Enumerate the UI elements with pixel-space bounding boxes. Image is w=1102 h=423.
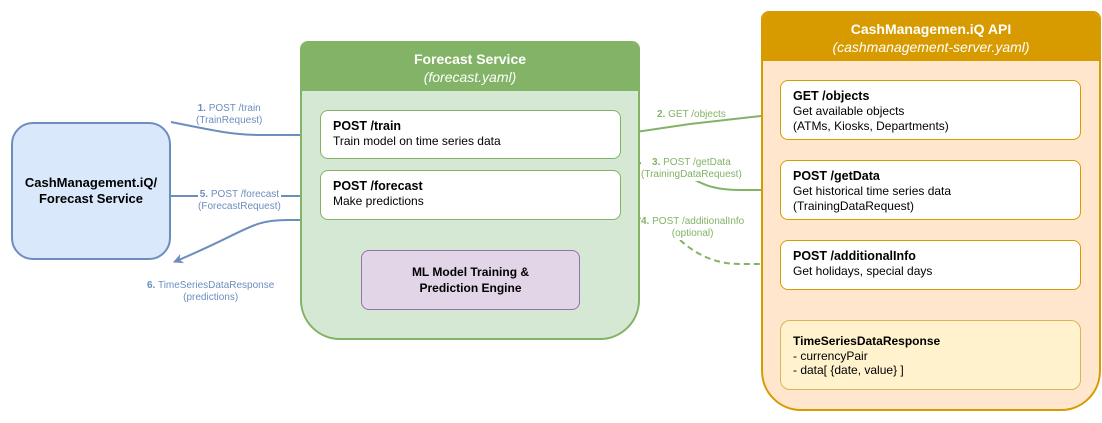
edge-step: 3. — [652, 157, 661, 168]
endpoint-description: Get holidays, special days — [793, 264, 933, 278]
api-service-title: CashManagemen.iQ API — [850, 21, 1012, 37]
response-model-box[interactable]: TimeSeriesDataResponse - currencyPair - … — [780, 320, 1081, 390]
endpoint-description: Train model on time series data — [333, 134, 501, 148]
endpoint-get-objects[interactable]: GET /objects Get available objects (ATMs… — [780, 80, 1081, 140]
endpoint-method-path: POST /train — [333, 119, 402, 133]
edge-label-text: POST /forecast — [210, 189, 280, 200]
edge-step: 2. — [657, 109, 666, 120]
endpoint-post-additionalinfo[interactable]: POST /additionalInfo Get holidays, speci… — [780, 240, 1081, 290]
edge-label-text: POST /getData — [663, 157, 731, 168]
edge-label-sub: (predictions) — [183, 292, 239, 303]
endpoint-post-forecast[interactable]: POST /forecast Make predictions — [320, 170, 621, 220]
forecast-service-header: Forecast Service (forecast.yaml) — [302, 43, 638, 91]
edge-label-sub: (ForecastRequest) — [198, 201, 281, 212]
edge-step: 1. — [197, 103, 206, 114]
endpoint-post-train[interactable]: POST /train Train model on time series d… — [320, 110, 621, 159]
edge-label-4: 4. POST /additionalInfo (optional) — [641, 216, 745, 240]
endpoint-method-path: GET /objects — [793, 89, 870, 103]
edge-label-sub: (TrainingDataRequest) — [641, 169, 742, 180]
edge-6-response — [173, 219, 320, 264]
endpoint-description: Get available objects — [793, 104, 905, 118]
edge-label-text: GET /objects — [668, 109, 726, 120]
edge-label-1: 1. POST /train (TrainRequest) — [196, 103, 262, 127]
edge-step: 5. — [199, 189, 209, 200]
edge-label-2: 2. GET /objects — [657, 109, 726, 121]
engine-label-line2: Prediction Engine — [419, 281, 522, 295]
endpoint-post-getdata[interactable]: POST /getData Get historical time series… — [780, 160, 1081, 220]
api-service-header: CashManagemen.iQ API (cashmanagement-ser… — [763, 13, 1099, 61]
response-field: - data[ {date, value} ] — [793, 363, 904, 377]
edge-label-sub: (optional) — [671, 228, 714, 239]
endpoint-method-path: POST /additionalInfo — [793, 249, 916, 263]
forecast-service-subtitle: (forecast.yaml) — [423, 69, 517, 85]
response-model-name: TimeSeriesDataResponse — [793, 334, 941, 348]
edge-label-text: POST /train — [208, 103, 261, 114]
edge-label-sub: (TrainRequest) — [196, 115, 263, 126]
edge-step: 6. — [147, 280, 156, 291]
client-label-line1: CashManagement.iQ/ — [24, 175, 158, 190]
edge-label-5: 5. POST /forecast (ForecastRequest) — [198, 189, 281, 213]
edge-step: 4. — [641, 216, 650, 227]
edge-label-3: 3. POST /getData (TrainingDataRequest) — [641, 157, 742, 181]
client-forecast-service[interactable]: CashManagement.iQ/ Forecast Service — [11, 122, 171, 260]
client-label-line2: Forecast Service — [38, 191, 144, 206]
endpoint-method-path: POST /forecast — [333, 179, 423, 193]
forecast-service-title: Forecast Service — [413, 51, 527, 67]
ml-engine-box[interactable]: ML Model Training & Prediction Engine — [361, 250, 580, 310]
api-service-subtitle: (cashmanagement-server.yaml) — [832, 39, 1030, 55]
edge-label-6: 6. TimeSeriesDataResponse (predictions) — [147, 280, 275, 304]
endpoint-description: Get historical time series data — [793, 184, 952, 198]
response-field: - currencyPair — [793, 348, 868, 363]
engine-label-line1: ML Model Training & — [411, 265, 530, 279]
edge-label-text: TimeSeriesDataResponse — [157, 280, 275, 291]
endpoint-method-path: POST /getData — [793, 169, 880, 183]
endpoint-description: (TrainingDataRequest) — [793, 199, 914, 213]
endpoint-description: (ATMs, Kiosks, Departments) — [793, 119, 949, 133]
edge-label-text: POST /additionalInfo — [652, 216, 745, 227]
endpoint-description: Make predictions — [333, 194, 424, 208]
